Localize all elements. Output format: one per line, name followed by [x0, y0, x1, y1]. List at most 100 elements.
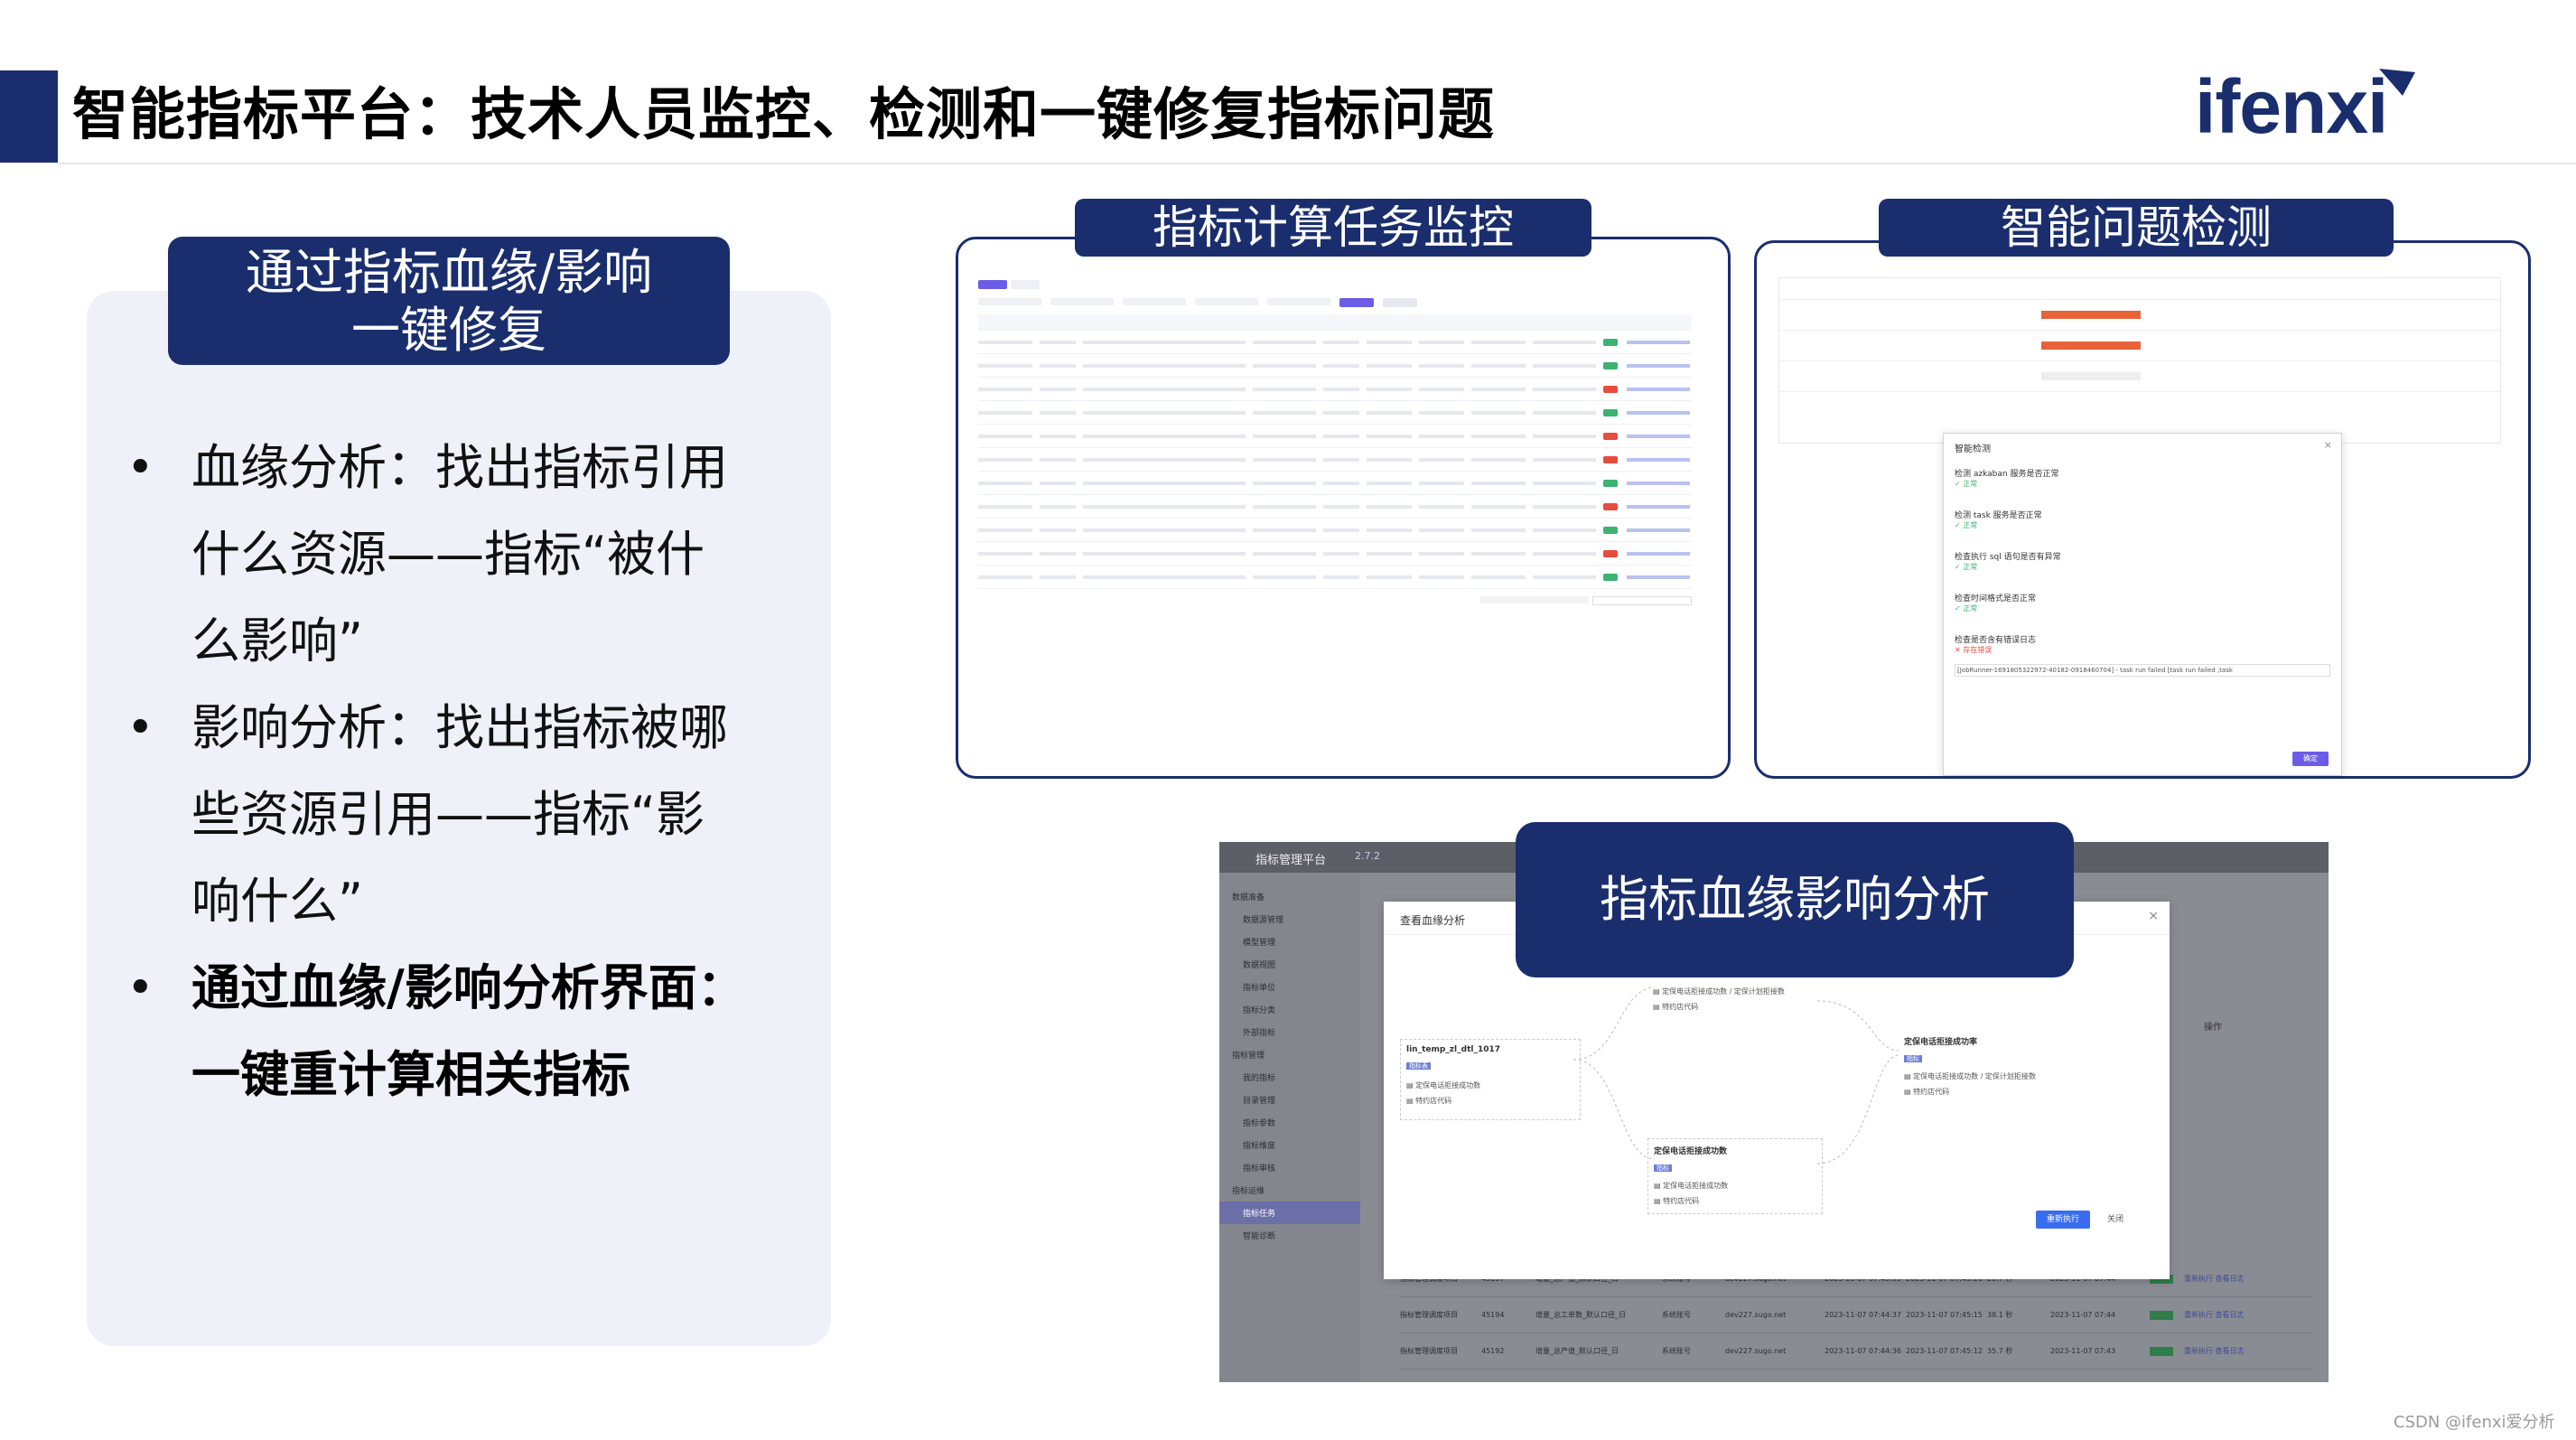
left-panel	[87, 291, 831, 1346]
check-label: 检查执行 sql 语句是否有异常	[1955, 553, 2061, 562]
task-table-row[interactable]	[978, 566, 1692, 589]
bullet-line: 通过血缘/影响分析界面：	[191, 959, 746, 1016]
sidebar-menu-item[interactable]: 指标运维	[1232, 1187, 1265, 1196]
sidebar-menu-item[interactable]: 智能诊断	[1243, 1232, 1276, 1241]
sidebar-menu-item[interactable]: 指标审核	[1243, 1164, 1276, 1174]
lineage-source-node[interactable]: lin_temp_zl_dtl_1017 指标表 ▤ 定保电话拒接成功数 ▤ 特…	[1400, 1039, 1581, 1120]
check-label: 检查时间格式是否正常	[1955, 594, 2037, 603]
reset-button[interactable]	[1383, 298, 1417, 307]
lineage-close-icon[interactable]: ×	[2148, 909, 2159, 923]
sidebar-menu-item[interactable]: 数据视图	[1243, 961, 1276, 970]
bullet-line: 么影响”	[191, 612, 363, 669]
task-table-row[interactable]	[978, 331, 1692, 354]
row-actions[interactable]	[1627, 504, 1690, 509]
target-node-tag: 指标	[1904, 1055, 1922, 1062]
lineage-mid-node-top[interactable]: ▤ 定保电话拒接成功数 / 定保计划拒接数 ▤ 特约店代码	[1653, 987, 1785, 1011]
table-cell: 2023-11-07 07:43	[2050, 1347, 2116, 1355]
task-table	[978, 314, 1692, 589]
table-cell: 2023-11-07 07:44:37	[1825, 1311, 1901, 1319]
tab-inactive[interactable]	[1011, 280, 1040, 289]
tab-active[interactable]	[978, 280, 1007, 289]
row-actions[interactable]	[1627, 457, 1690, 462]
row-actions[interactable]	[1627, 528, 1690, 532]
detect-confirm-button[interactable]: 确定	[2292, 752, 2329, 766]
row-actions[interactable]	[1627, 551, 1690, 556]
bullet-line: 些资源引用——指标“影	[191, 786, 705, 843]
row-actions[interactable]	[1627, 481, 1690, 485]
app-title: 指标管理平台	[1255, 854, 1327, 867]
sidebar-menu-item[interactable]: 指标分类	[1243, 1006, 1276, 1015]
row-actions[interactable]: 重新执行 查看日志	[2184, 1275, 2245, 1283]
status-tag	[1603, 408, 1618, 416]
sidebar-menu-item[interactable]: 数据源管理	[1243, 916, 1284, 925]
table-cell: 2023-11-07 07:44:36	[1825, 1347, 1901, 1355]
task-table-row[interactable]	[978, 354, 1692, 378]
status-tag	[1603, 455, 1618, 463]
bullet-line: 血缘分析：找出指标引用	[191, 439, 728, 496]
task-table-row[interactable]	[978, 425, 1692, 448]
task-table-row[interactable]	[978, 378, 1692, 401]
lineage-mid-node-bottom[interactable]: 定保电话拒接成功数 指标 ▤ 定保电话拒接成功数 ▤ 特约店代码	[1647, 1138, 1823, 1214]
detect-close-icon[interactable]: ×	[2323, 439, 2332, 451]
status-tag	[1603, 361, 1618, 369]
row-actions[interactable]: 重新执行 查看日志	[2184, 1347, 2245, 1355]
sidebar-menu-item[interactable]: 数据准备	[1232, 893, 1265, 902]
sidebar-menu-item[interactable]: 指标参数	[1243, 1119, 1276, 1128]
row-actions[interactable]	[1627, 434, 1690, 438]
check-label: 检查是否含有错误日志	[1955, 636, 2037, 645]
task-monitor-screenshot	[978, 280, 1719, 776]
row-actions[interactable]: 重新执行 查看日志	[2184, 1311, 2245, 1319]
task-table-row[interactable]	[978, 472, 1692, 495]
check-label: 检测 task 服务是否正常	[1955, 511, 2042, 520]
detect-dialog: 智能检测 × 检测 azkaban 服务是否正常 ✓ 正常 检测 task 服务…	[1943, 433, 2342, 776]
table-cell: dev227.sugo.net	[1725, 1347, 1787, 1355]
source-field: 特约店代码	[1415, 1097, 1452, 1105]
bullet-line: 影响分析：找出指标被哪	[191, 699, 728, 756]
bullet-line: 什么资源——指标“被什	[191, 526, 705, 583]
close-button[interactable]: 关闭	[2106, 1215, 2123, 1224]
task-table-row[interactable]	[978, 542, 1692, 566]
task-table-row[interactable]	[978, 495, 1692, 519]
lineage-target-node[interactable]: 定保电话拒接成功率 指标 ▤ 定保电话拒接成功数 / 定保计划拒接数 ▤ 特约店…	[1899, 1030, 2043, 1106]
recompute-button[interactable]: 重新执行	[2036, 1211, 2090, 1229]
sidebar-menu-item[interactable]: 指标维度	[1243, 1142, 1276, 1151]
status-tag	[1603, 385, 1618, 393]
target-field: 特约店代码	[1913, 1088, 1950, 1096]
page-title: 智能指标平台：技术人员监控、检测和一键修复指标问题	[72, 81, 1496, 147]
target-node-name: 定保电话拒接成功率	[1904, 1038, 1978, 1047]
lineage-screenshot: 指标管理平台 2.7.2 数据准备数据源管理模型管理数据视图指标单位指标分类外部…	[1219, 842, 2329, 1382]
left-panel-tag: 通过指标血缘/影响 一键修复	[168, 237, 730, 365]
smart-detect-label: 智能问题检测	[1879, 199, 2394, 257]
task-table-row[interactable]	[978, 519, 1692, 542]
row-actions[interactable]	[1627, 387, 1690, 391]
task-table-row[interactable]	[978, 448, 1692, 472]
row-actions[interactable]	[1627, 575, 1690, 579]
sidebar-menu-item[interactable]: 指标任务	[1219, 1202, 1360, 1224]
table-cell: 35.7 秒	[1987, 1347, 2013, 1355]
pagination[interactable]	[1592, 596, 1692, 605]
row-actions[interactable]	[1627, 340, 1690, 344]
status-tag	[1603, 338, 1618, 346]
sidebar-menu-item[interactable]: 指标单位	[1243, 984, 1276, 993]
table-cell: dev227.sugo.net	[1725, 1311, 1787, 1319]
table-cell: 指标管理调度项目	[1400, 1347, 1458, 1355]
sidebar-menu-item[interactable]: 我的指标	[1243, 1074, 1276, 1083]
logo-arrow-icon	[2379, 69, 2415, 96]
mid-field: 特约店代码	[1662, 1003, 1699, 1011]
target-field: 定保电话拒接成功数 / 定保计划拒接数	[1913, 1072, 2036, 1080]
row-actions[interactable]	[1627, 363, 1690, 368]
sidebar-menu-item[interactable]: 指标管理	[1232, 1052, 1265, 1061]
sidebar-menu-item[interactable]: 目录管理	[1243, 1097, 1276, 1106]
search-button[interactable]	[1339, 298, 1374, 307]
sidebar-menu-item[interactable]: 外部指标	[1243, 1029, 1276, 1038]
header-divider	[58, 163, 2576, 164]
detect-check-item: 检查时间格式是否正常 ✓ 正常	[1955, 592, 2330, 613]
task-table-row[interactable]	[978, 401, 1692, 425]
sidebar-menu-item[interactable]: 模型管理	[1243, 939, 1276, 948]
table-cell: 2023-11-07 07:45:15	[1906, 1311, 1983, 1319]
row-actions[interactable]	[1627, 410, 1690, 415]
mid-field: 定保电话拒接成功数 / 定保计划拒接数	[1662, 987, 1785, 996]
status-tag	[1603, 502, 1618, 510]
